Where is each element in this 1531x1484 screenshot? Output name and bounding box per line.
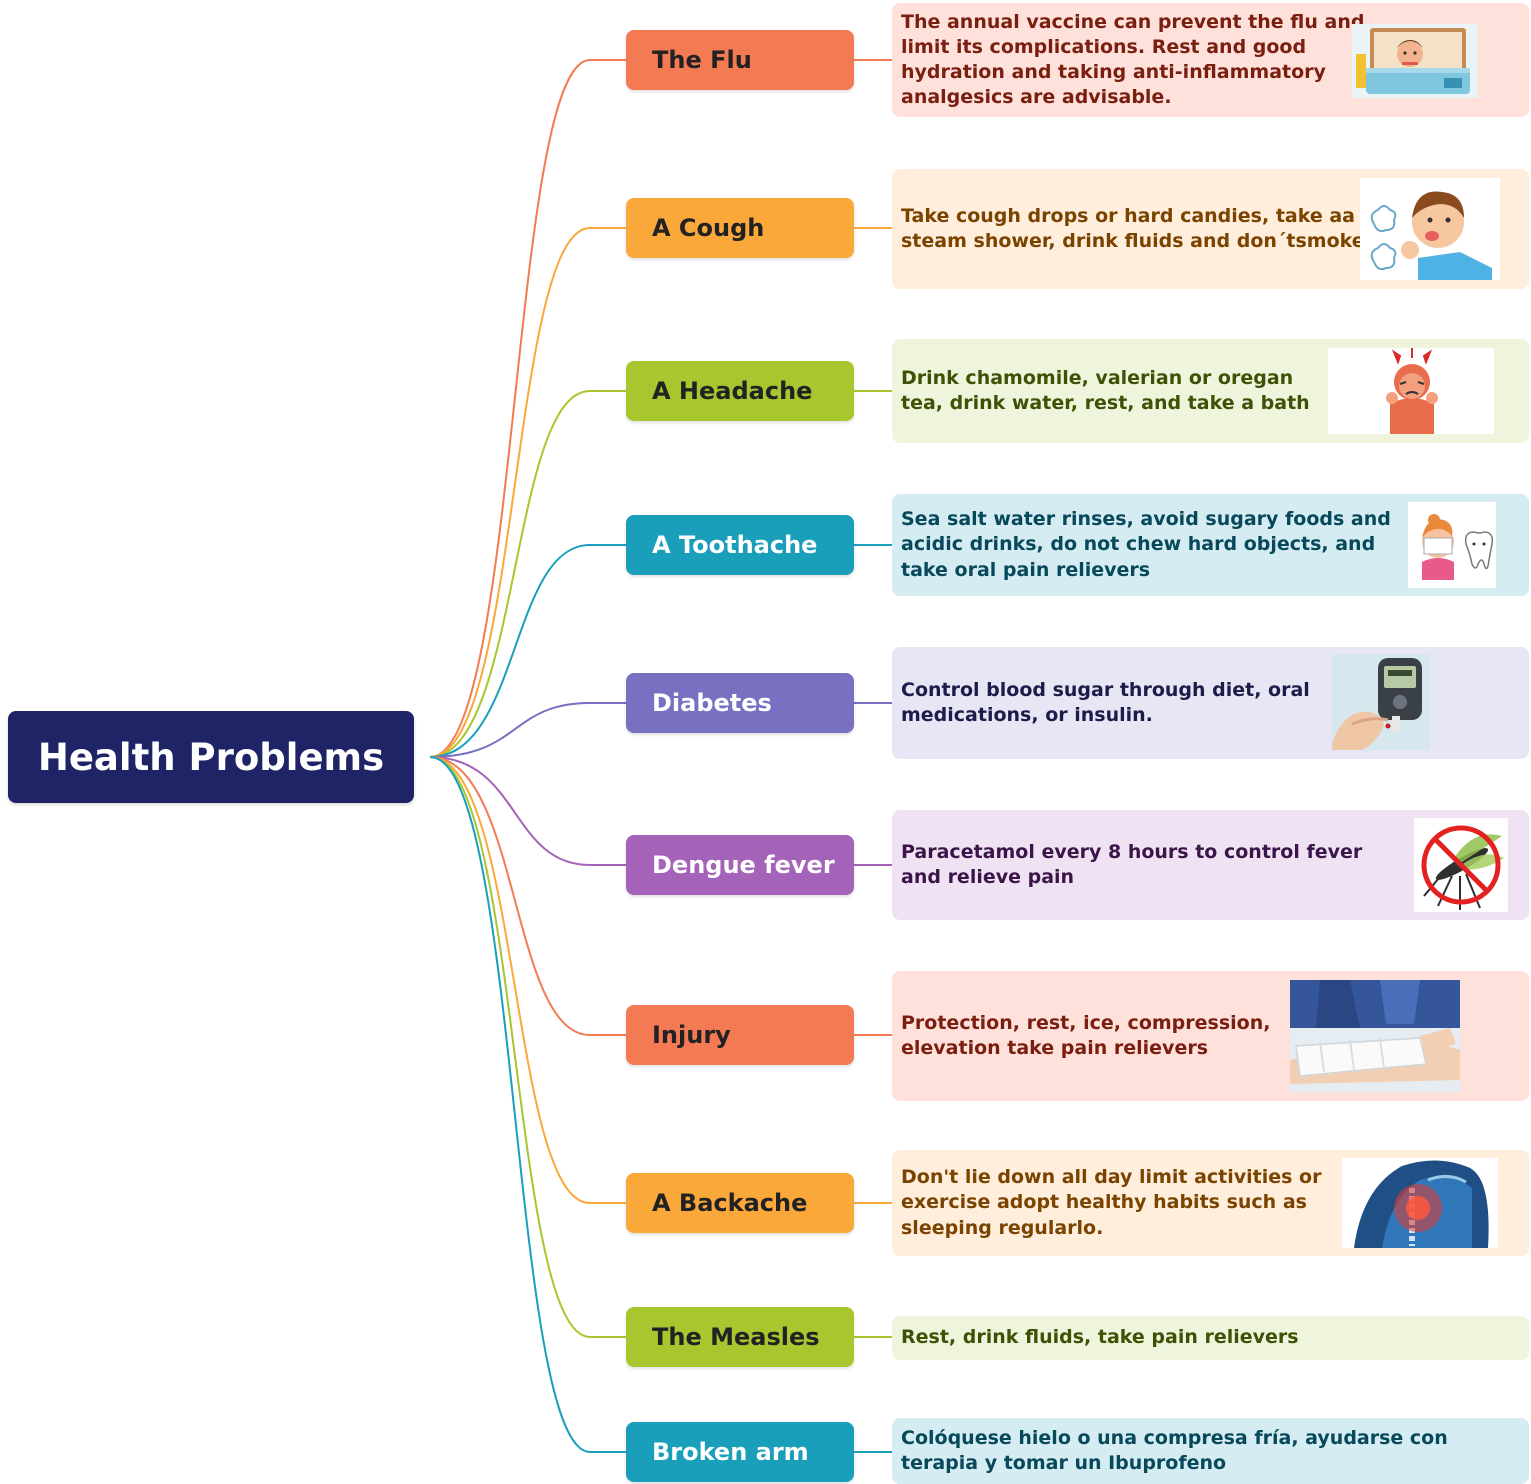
topic-node-measles: The Measles [626, 1307, 854, 1367]
root-label: Health Problems [37, 735, 385, 779]
topic-node-backache: A Backache [626, 1173, 854, 1233]
topic-node-dengue: Dengue fever [626, 835, 854, 895]
remedy-text: Sea salt water rinses, avoid sugary food… [901, 508, 1391, 581]
remedy-text: Colóquese hielo o una compresa fría, ayu… [901, 1426, 1448, 1474]
sick-in-bed-icon [1352, 24, 1478, 98]
connector-broken-arm [429, 756, 626, 1453]
remedy-text: Drink chamomile, valerian or oregan tea,… [901, 366, 1310, 414]
topic-node-cough: A Cough [626, 198, 854, 258]
topic-label: A Headache [652, 377, 813, 405]
topic-node-toothache: A Toothache [626, 515, 854, 575]
remedy-text: Rest, drink fluids, take pain relievers [901, 1326, 1299, 1349]
topic-node-injury: Injury [626, 1005, 854, 1065]
topic-label: Dengue fever [652, 851, 835, 879]
remedy-box-flu: The annual vaccine can prevent the flu a… [892, 3, 1529, 117]
coughing-child-icon [1360, 178, 1500, 280]
topic-node-headache: A Headache [626, 361, 854, 421]
remedy-text: The annual vaccine can prevent the flu a… [901, 10, 1365, 109]
remedy-text: Control blood sugar through diet, oral m… [901, 678, 1310, 726]
remedy-text: Take cough drops or hard candies, take a… [901, 204, 1365, 252]
connector-diabetes [429, 702, 626, 758]
headache-person-icon [1328, 348, 1494, 434]
remedy-box-broken-arm: Colóquese hielo o una compresa fría, ayu… [892, 1418, 1529, 1484]
remedy-box-diabetes: Control blood sugar through diet, oral m… [892, 647, 1529, 759]
connector-headache [429, 390, 626, 758]
topic-label: The Flu [652, 46, 752, 74]
connector-cough [429, 227, 626, 758]
bandaged-arm-icon [1290, 980, 1460, 1092]
connector-flu [429, 59, 626, 758]
topic-node-diabetes: Diabetes [626, 673, 854, 733]
toothache-icon [1408, 502, 1496, 588]
connector-backache [429, 756, 626, 1204]
connector-injury [429, 756, 626, 1036]
remedy-box-measles: Rest, drink fluids, take pain relievers [892, 1316, 1529, 1360]
topic-label: A Backache [652, 1189, 808, 1217]
topic-node-flu: The Flu [626, 30, 854, 90]
topic-label: Broken arm [652, 1438, 809, 1466]
glucose-meter-icon [1332, 654, 1430, 750]
remedy-text: Protection, rest, ice, compression, elev… [901, 1011, 1271, 1059]
topic-node-broken-arm: Broken arm [626, 1422, 854, 1482]
connector-measles [429, 756, 626, 1338]
connector-toothache [429, 544, 626, 758]
topic-label: The Measles [652, 1323, 820, 1351]
spine-pain-icon [1342, 1158, 1498, 1248]
no-mosquito-icon [1414, 818, 1508, 912]
root-node: Health Problems [8, 711, 414, 803]
topic-label: A Cough [652, 214, 765, 242]
topic-label: A Toothache [652, 531, 818, 559]
topic-label: Diabetes [652, 689, 772, 717]
remedy-text: Paracetamol every 8 hours to control fev… [901, 840, 1363, 888]
connector-dengue [429, 756, 626, 866]
topic-label: Injury [652, 1021, 731, 1049]
remedy-text: Don't lie down all day limit activities … [901, 1166, 1322, 1239]
